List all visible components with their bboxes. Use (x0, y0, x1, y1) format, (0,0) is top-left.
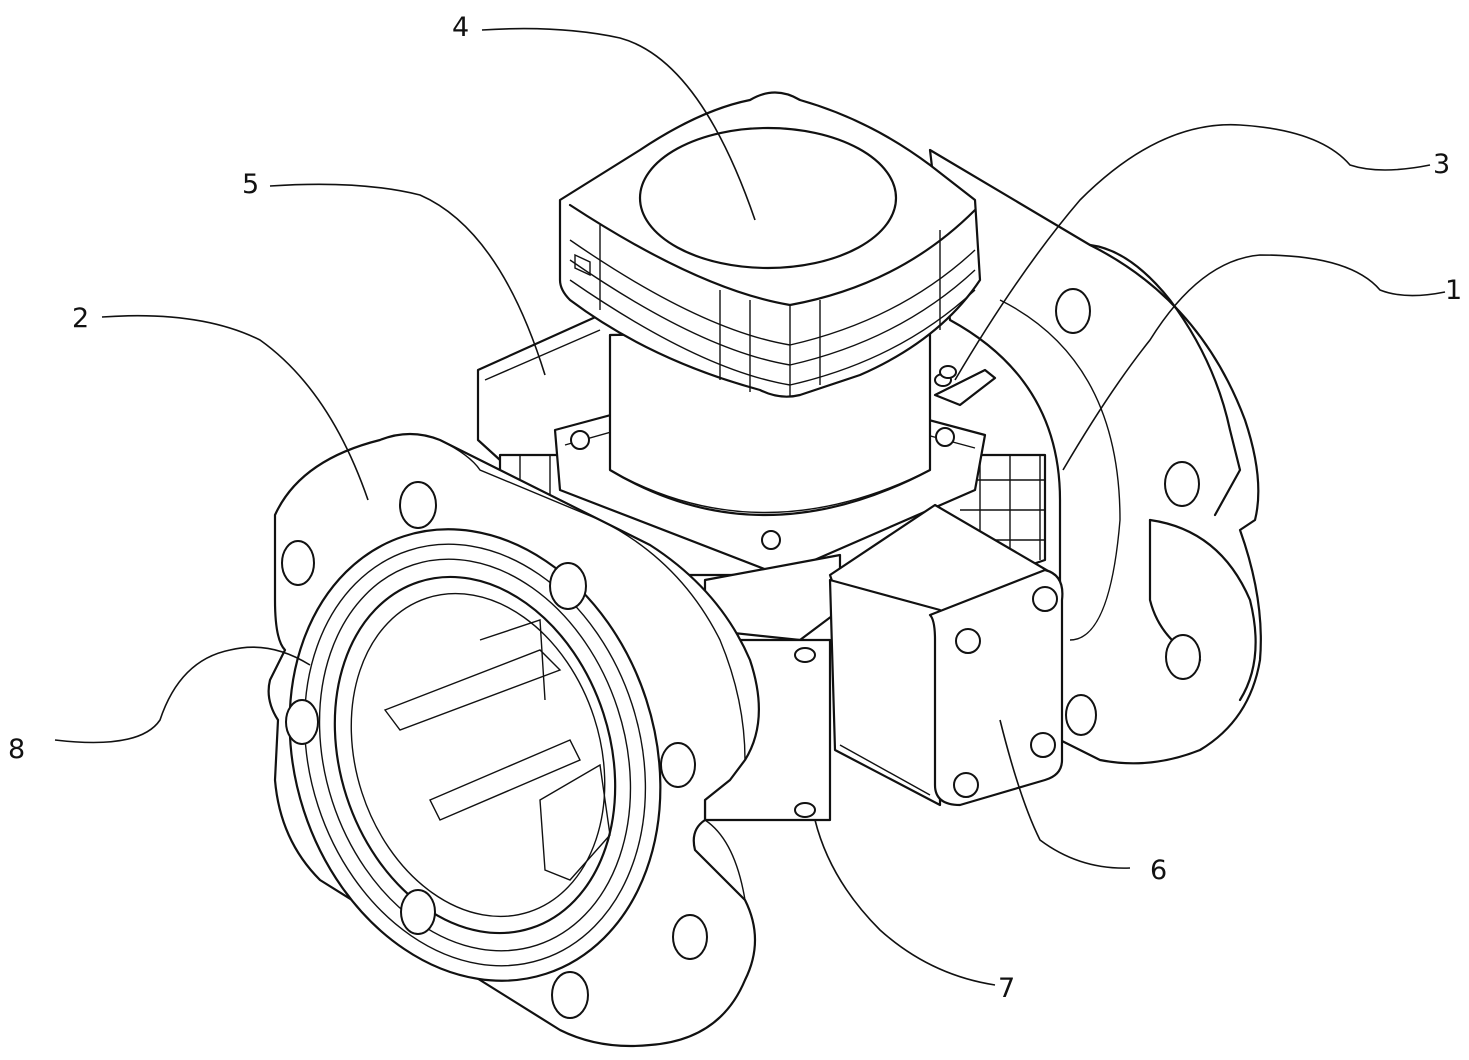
leader-8 (54, 646, 311, 744)
leader-7 (814, 819, 996, 986)
sensor-box (828, 503, 1064, 807)
callout-labels: 1 2 3 4 5 6 7 8 (8, 12, 1462, 1004)
callout-3: 3 (1433, 149, 1450, 180)
left-flange (267, 432, 760, 1048)
callout-7: 7 (998, 973, 1015, 1004)
callout-2: 2 (72, 303, 89, 334)
callout-1: 1 (1445, 275, 1462, 306)
leader-2 (101, 314, 369, 501)
callout-5: 5 (242, 169, 259, 200)
leader-5 (269, 183, 546, 376)
meter-cap (558, 91, 982, 398)
right-flange (928, 148, 1262, 765)
callout-6: 6 (1150, 855, 1167, 886)
callout-4: 4 (452, 12, 469, 43)
leader-6 (999, 719, 1131, 869)
leader-lines (54, 27, 1446, 986)
leader-3 (954, 123, 1431, 381)
leader-4 (481, 27, 756, 221)
callout-8: 8 (8, 734, 25, 765)
leader-1 (1062, 254, 1446, 471)
vent-screw (933, 365, 997, 407)
